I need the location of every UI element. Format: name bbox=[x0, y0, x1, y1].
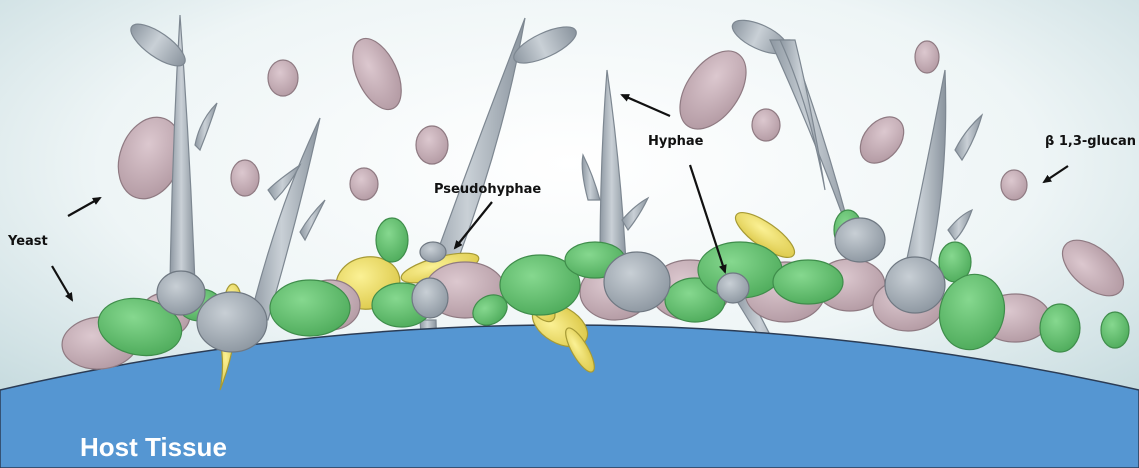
host-tissue-label: Host Tissue bbox=[80, 432, 227, 462]
glucan-label: β 1,3-glucan bbox=[1045, 134, 1136, 149]
yeast-label: Yeast bbox=[7, 234, 48, 249]
hyphae-label: Hyphae bbox=[648, 134, 704, 149]
pseudohyphae-label: Pseudohyphae bbox=[434, 182, 541, 197]
